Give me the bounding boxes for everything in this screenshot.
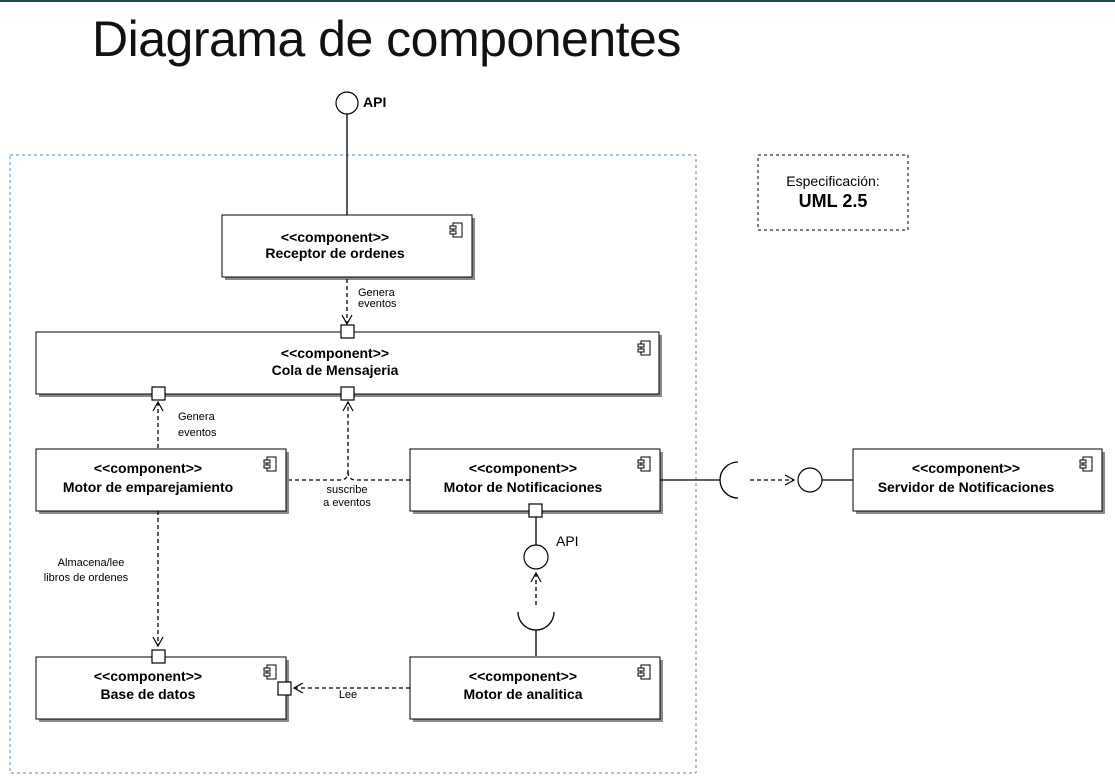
cola-port-right (340, 386, 355, 401)
slide-title: Diagrama de componentes (92, 11, 681, 67)
genera-eventos-2-line1: Genera (178, 411, 216, 423)
servidor-provided-lollipop[interactable] (797, 467, 823, 493)
base-port-right (277, 681, 292, 696)
component-analitica[interactable]: <<component>> Motor de analitica (409, 656, 663, 722)
emparejamiento-stereotype: <<component>> (94, 460, 202, 476)
notificaciones-suscribe-dependency (347, 471, 410, 481)
cola-name: Cola de Mensajeria (272, 362, 399, 378)
component-receptor[interactable]: <<component>> Receptor de ordenes (221, 214, 475, 280)
spec-box: Especificación: UML 2.5 (757, 154, 909, 231)
analitica-stereotype: <<component>> (469, 668, 577, 684)
suscribe-line1: suscribe (327, 484, 368, 496)
spec-label: Especificación: (786, 173, 879, 189)
almacena-line2: libros de ordenes (44, 572, 129, 584)
notificaciones-port-bottom (528, 503, 543, 518)
base-name: Base de datos (101, 686, 196, 702)
lee-label: Lee (339, 689, 357, 701)
cola-port-left (151, 386, 166, 401)
genera-eventos-1-line2: eventos (358, 298, 397, 310)
servidor-stereotype: <<component>> (912, 460, 1020, 476)
component-servidor[interactable]: <<component>> Servidor de Notificaciones (852, 448, 1105, 514)
api-top-lollipop[interactable] (335, 91, 359, 115)
system-boundary (9, 154, 697, 774)
cola-stereotype: <<component>> (281, 345, 389, 361)
base-port-top (151, 649, 166, 664)
analitica-required-socket (517, 611, 555, 631)
genera-eventos-1-line1: Genera (358, 287, 396, 299)
emparejamiento-suscribe-dependency (288, 400, 354, 481)
receptor-stereotype: <<component>> (281, 229, 389, 245)
api-top-label: API (363, 94, 386, 110)
receptor-name: Receptor de ordenes (265, 245, 404, 261)
notificaciones-stereotype: <<component>> (469, 460, 577, 476)
almacena-line1: Almacena/lee (58, 557, 125, 569)
servidor-name: Servidor de Notificaciones (878, 479, 1055, 495)
spec-value: UML 2.5 (799, 191, 868, 211)
suscribe-line2: a eventos (323, 497, 371, 509)
analitica-name: Motor de analitica (463, 686, 582, 702)
component-base[interactable]: <<component>> Base de datos (35, 656, 289, 722)
component-emparejamiento[interactable]: <<component>> Motor de emparejamiento (35, 448, 289, 514)
notificaciones-name: Motor de Notificaciones (444, 479, 603, 495)
notificaciones-required-socket (719, 461, 739, 499)
emparejamiento-name: Motor de emparejamiento (63, 479, 233, 495)
top-border (0, 0, 1115, 2)
api-notif-lollipop[interactable] (523, 544, 549, 570)
base-stereotype: <<component>> (94, 668, 202, 684)
genera-eventos-2-line2: eventos (178, 427, 217, 439)
api-notif-label: API (556, 533, 579, 549)
cola-port-top (340, 324, 355, 339)
